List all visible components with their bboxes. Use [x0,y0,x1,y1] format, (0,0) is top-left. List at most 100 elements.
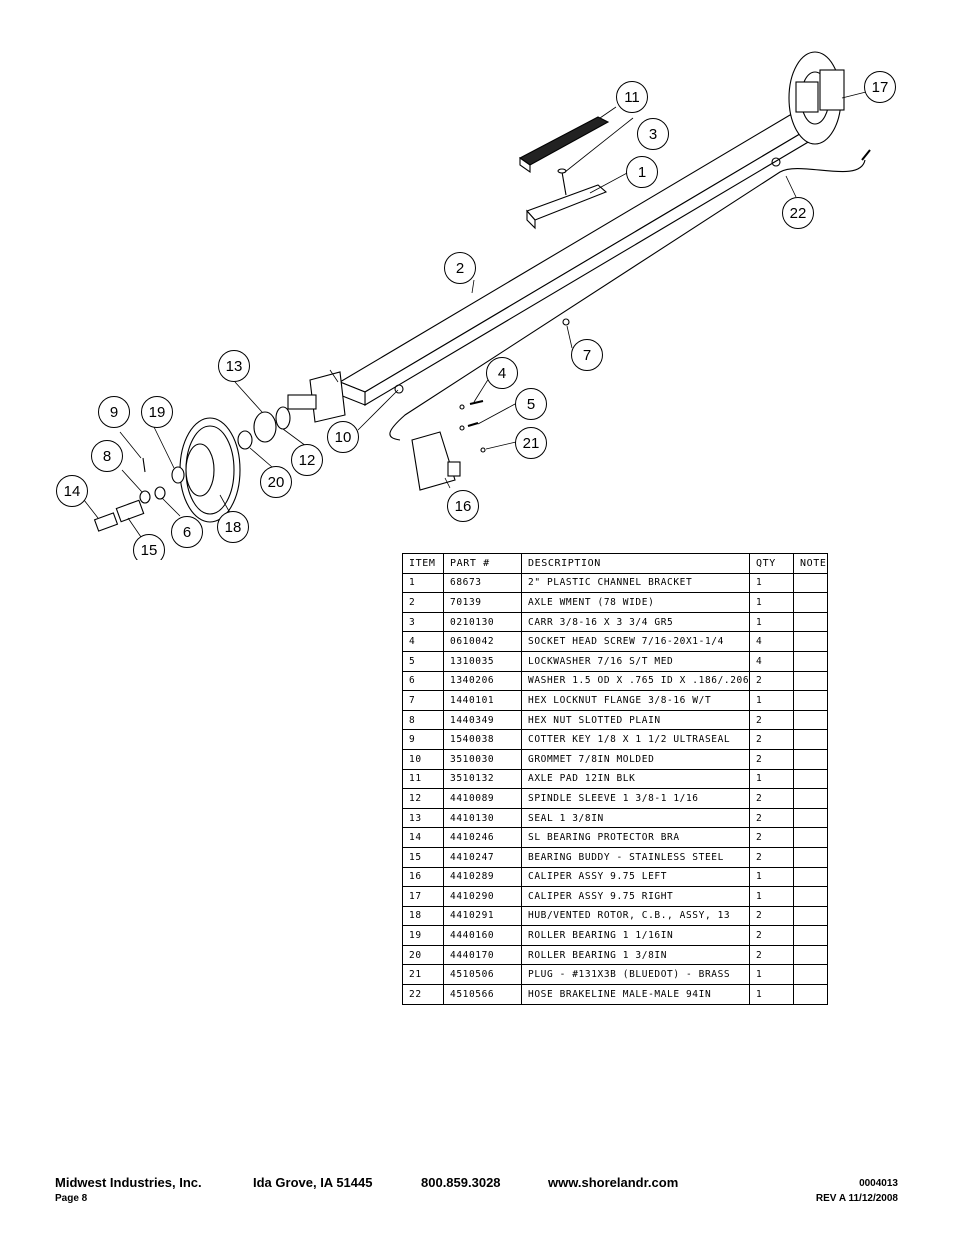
callout-circle [637,118,669,150]
cell-part-number: 4440160 [443,925,522,946]
col-part-header: PART # [443,553,522,574]
cell-description: LOCKWASHER 7/16 S/T MED [521,650,750,672]
cell-note [793,592,828,613]
left-caliper [411,431,461,491]
cell-qty: 1 [749,886,794,907]
callout-circle [626,156,658,188]
cell-part-number: 4410289 [443,866,522,888]
callout-label: 10 [335,429,352,446]
footer-phone: 800.859.3028 [421,1175,501,1190]
callout-circle [782,197,814,229]
cell-description: 2" PLASTIC CHANNEL BRACKET [521,572,750,594]
callout-circle [444,252,476,284]
cell-description: CARR 3/8-16 X 3 3/4 GR5 [521,611,750,633]
callout-circle [260,466,292,498]
cell-description: CALIPER ASSY 9.75 LEFT [521,866,750,888]
cell-note [793,611,828,633]
cell-note [793,925,828,946]
footer-location: Ida Grove, IA 51445 [253,1175,373,1190]
cell-qty: 2 [749,670,794,692]
callout-circle [447,490,479,522]
callout-circle [515,427,547,459]
cell-note [793,729,828,750]
callout-label: 8 [103,448,111,465]
callout-label: 1 [638,164,646,181]
cell-item: 11 [402,768,444,790]
callout-label: 7 [583,347,591,364]
cell-note [793,964,828,986]
callout-circle [171,516,203,548]
cell-part-number: 70139 [443,592,522,613]
cell-qty: 4 [749,650,794,672]
cell-item: 5 [402,650,444,672]
cell-qty: 2 [749,807,794,829]
cell-qty: 1 [749,964,794,986]
callout-1: 1 [626,156,658,188]
callout-22: 22 [782,197,814,229]
cell-note [793,690,828,711]
cell-note [793,846,828,868]
cell-note [793,886,828,907]
carriage-bolt [557,168,567,196]
cell-part-number: 4410246 [443,827,522,848]
cell-item: 14 [402,827,444,848]
cell-part-number: 4440170 [443,944,522,966]
callout-circle [91,440,123,472]
cell-item: 4 [402,631,444,652]
footer-website[interactable]: www.shorelandr.com [548,1175,679,1190]
callout-12: 12 [291,444,323,476]
cell-item: 1 [402,572,444,594]
cell-description: SOCKET HEAD SCREW 7/16-20X1-1/4 [521,631,750,652]
cell-description: AXLE WMENT (78 WIDE) [521,592,750,613]
cell-part-number: 1340206 [443,670,522,692]
callout-label: 11 [624,89,640,106]
cell-note [793,944,828,966]
callout-circle [217,511,249,543]
callout-circle [98,396,130,428]
callout-circle [864,71,896,103]
callout-circle [515,388,547,420]
cell-description: HEX LOCKNUT FLANGE 3/8-16 W/T [521,690,750,711]
cell-item: 21 [402,964,444,986]
cell-part-number: 1540038 [443,729,522,750]
cell-qty: 1 [749,866,794,888]
callout-label: 21 [523,435,540,452]
cell-description: WASHER 1.5 OD X .765 ID X .186/.206 [521,670,750,692]
cell-item: 3 [402,611,444,633]
cell-item: 19 [402,925,444,946]
cell-item: 9 [402,729,444,750]
cell-part-number: 4410290 [443,886,522,907]
cell-qty: 2 [749,925,794,946]
cell-part-number: 1440101 [443,690,522,711]
callout-2: 2 [444,252,476,284]
cell-note [793,748,828,770]
cell-qty: 1 [749,572,794,594]
cell-note [793,650,828,672]
cell-item: 20 [402,944,444,966]
footer-doc-number: 0004013 [859,1178,898,1189]
callout-8: 8 [91,440,123,472]
callout-label: 4 [498,365,506,382]
callout-16: 16 [447,490,479,522]
bearings-and-seals [139,406,291,504]
cell-part-number: 68673 [443,572,522,594]
callout-circle [141,396,173,428]
callout-6: 6 [171,516,203,548]
callout-19: 19 [141,396,173,428]
cell-part-number: 1310035 [443,650,522,672]
callout-5: 5 [515,388,547,420]
